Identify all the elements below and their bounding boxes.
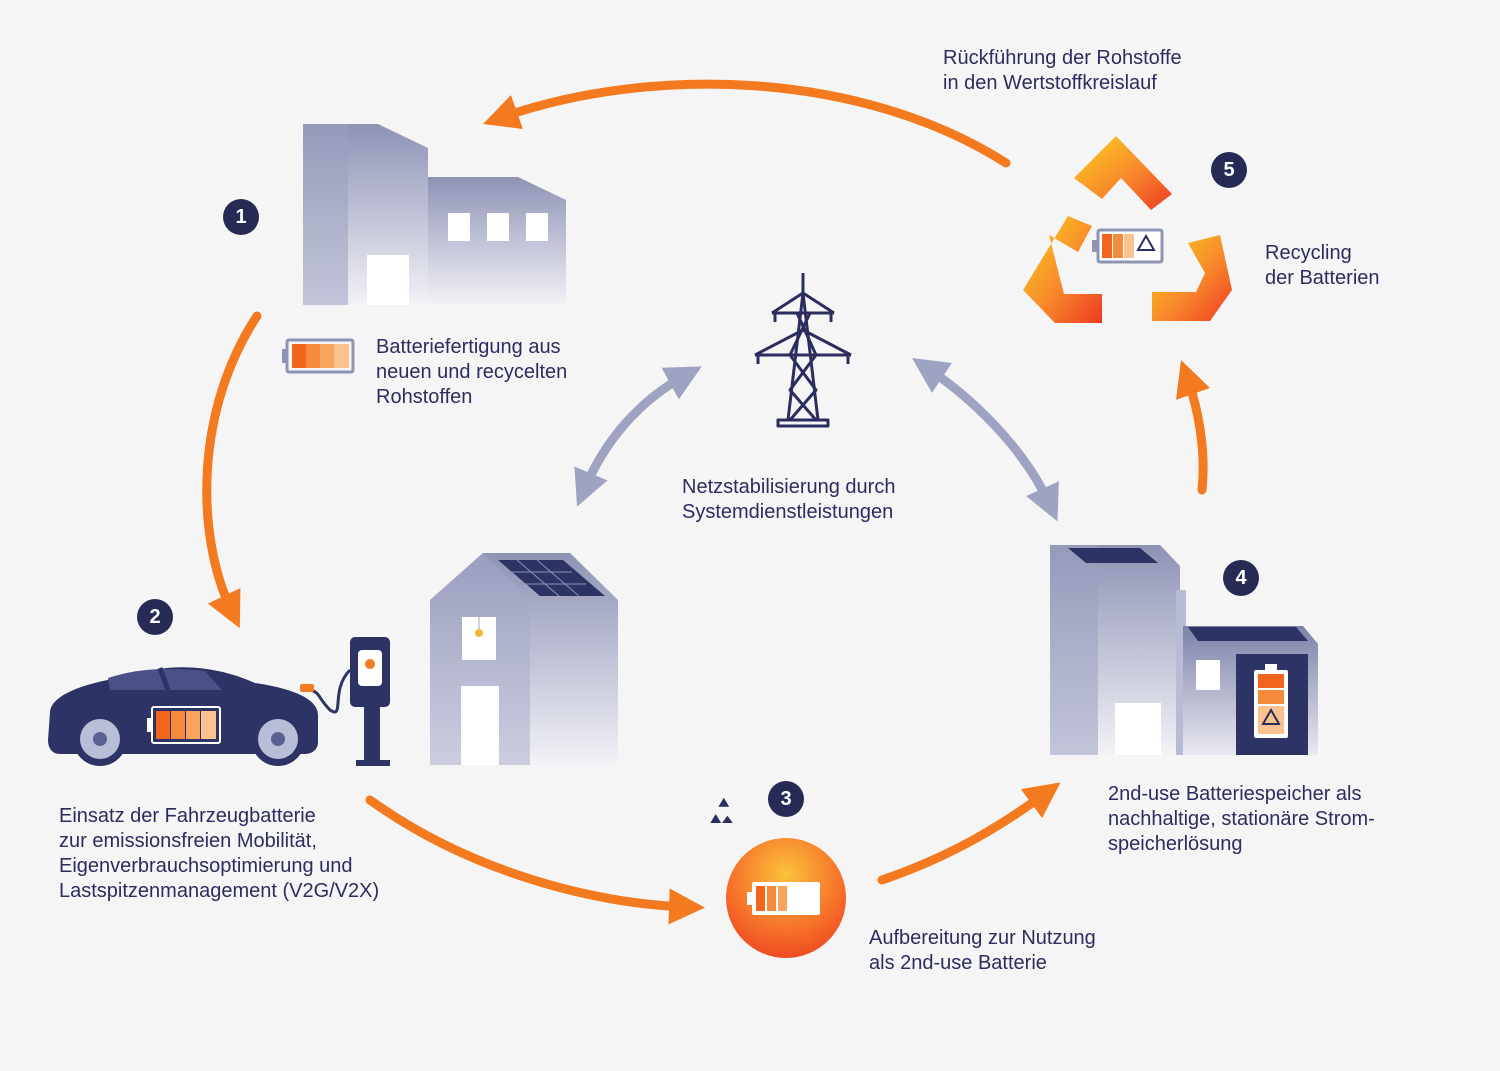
step-2-description: Einsatz der Fahrzeugbatterie zur emissio…	[59, 804, 379, 904]
flow-arrows	[202, 79, 1210, 925]
grid-line: Systemdienstleistungen	[682, 501, 894, 523]
step-4-line: speicherlösung	[1108, 833, 1243, 855]
step-4-description: 2nd-use Batteriespeicher als nachhaltige…	[1108, 782, 1375, 857]
step-5-line: Recycling	[1265, 242, 1352, 264]
step-3-line: Aufbereitung zur Nutzung	[869, 927, 1096, 949]
grid-line: Netzstabilisierung durch	[682, 476, 896, 498]
grid-arrow-right	[912, 358, 1059, 522]
solar-house-icon	[430, 553, 618, 765]
step-2-line: zur emissionsfreien Mobilität,	[59, 830, 317, 852]
step-5-line: der Batterien	[1265, 267, 1380, 289]
step-2-line: Einsatz der Fahrzeugbatterie	[59, 805, 316, 827]
step-3-description: Aufbereitung zur Nutzung als 2nd-use Bat…	[869, 926, 1096, 976]
power-pylon-icon	[754, 273, 852, 428]
step-badge-3: 3	[768, 781, 804, 817]
step-badge-2: 2	[137, 599, 173, 635]
step-badge-1: 1	[223, 199, 259, 235]
step-badge-5: 5	[1211, 152, 1247, 188]
grid-arrows	[574, 358, 1059, 522]
step-1-description: Batteriefertigung aus neuen und recycelt…	[376, 335, 567, 410]
step-5-description: Recycling der Batterien	[1265, 241, 1380, 291]
recycling-icon	[1023, 136, 1232, 323]
return-flow-line: in den Wertstoffkreislauf	[943, 72, 1157, 94]
step-2-line: Eigenverbrauchsoptimierung und	[59, 855, 353, 877]
step-3-line: als 2nd-use Batterie	[869, 952, 1047, 974]
factory-icon	[303, 124, 566, 305]
step-4-line: nachhaltige, stationäre Strom-	[1108, 808, 1375, 830]
step-badge-4: 4	[1223, 560, 1259, 596]
flow-arrow-2-to-3	[365, 795, 705, 925]
step-2-line: Lastspitzenmanagement (V2G/V2X)	[59, 880, 380, 902]
flow-arrow-4-to-5	[1176, 360, 1210, 495]
charging-station-icon	[300, 637, 390, 766]
flow-arrow-5-to-1	[483, 79, 1011, 168]
stationary-storage-building-icon	[1050, 545, 1318, 755]
grid-arrow-left	[574, 366, 702, 507]
step-1-line: neuen und recycelten	[376, 361, 568, 383]
flow-arrow-1-to-2	[202, 311, 262, 629]
refurbished-battery-icon	[710, 797, 846, 958]
return-flow-line: Rückführung der Rohstoffe	[943, 47, 1182, 69]
new-battery-icon	[282, 338, 355, 374]
return-flow-description: Rückführung der Rohstoffe in den Wertsto…	[943, 46, 1182, 96]
step-4-line: 2nd-use Batteriespeicher als	[1108, 783, 1362, 805]
flow-arrow-3-to-4	[877, 782, 1061, 885]
electric-car-icon	[48, 667, 318, 766]
step-1-line: Rohstoffen	[376, 386, 473, 408]
grid-description: Netzstabilisierung durch Systemdienstlei…	[682, 475, 895, 525]
step-1-line: Batteriefertigung aus	[376, 336, 561, 358]
